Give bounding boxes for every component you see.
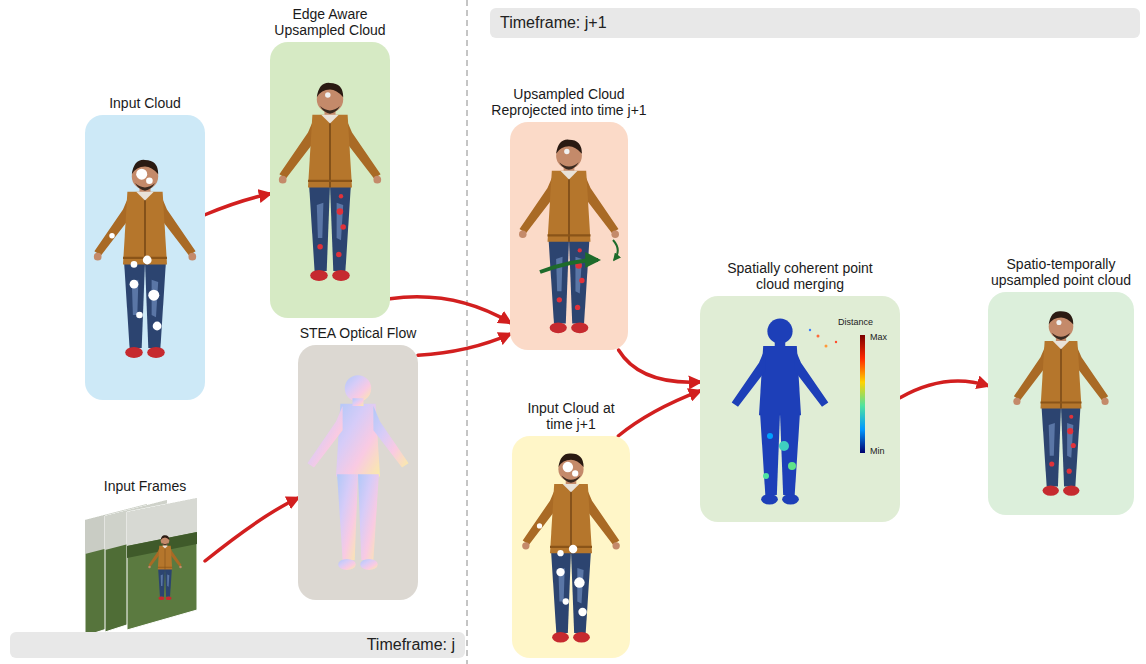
panel-heading: Edge Aware Upsampled Cloud	[265, 6, 395, 38]
panel-heading: Input Cloud at time j+1	[516, 400, 626, 432]
panel-heading: Input Frames	[85, 478, 205, 494]
timeframe-band: Timeframe: j+1	[490, 8, 1140, 38]
colorbar-label: Max	[870, 333, 887, 342]
flow-arrow	[418, 334, 510, 355]
timeframe-divider	[467, 0, 468, 664]
panel-heading: Spatially coherent point cloud merging	[710, 260, 890, 292]
point-cloud-figure	[988, 292, 1134, 515]
panel-heading: Input Cloud	[85, 95, 205, 111]
stage-panel: Input Cloud at time j+1	[512, 436, 630, 658]
colorbar-label: Distance	[838, 318, 873, 327]
stage-panel: Spatially coherent point cloud merging	[700, 296, 900, 522]
panel-heading: STEA Optical Flow	[283, 325, 433, 341]
panel-heading: Upsampled Cloud Reprojected into time j+…	[479, 86, 659, 118]
stage-panel: Edge Aware Upsampled Cloud	[270, 42, 390, 318]
point-cloud-figure	[510, 122, 628, 350]
point-cloud-figure	[512, 436, 630, 658]
flow-arrow	[900, 381, 988, 398]
flow-arrow	[618, 391, 700, 436]
timeframe-label: Timeframe: j	[367, 636, 455, 654]
distance-map-figure	[700, 296, 900, 522]
point-cloud-figure	[270, 42, 390, 318]
colorbar-label: Min	[870, 447, 885, 456]
point-cloud-figure	[85, 115, 205, 400]
timeframe-label: Timeframe: j+1	[500, 14, 607, 32]
panel-heading: Spatio-temporally upsampled point cloud	[982, 256, 1140, 288]
stage-panel: STEA Optical Flow	[298, 345, 418, 600]
optical-flow-figure	[298, 345, 418, 600]
flow-arrow	[205, 498, 298, 561]
stage-panel: Input Frames	[85, 498, 205, 638]
video-frames-figure	[85, 498, 205, 638]
stage-panel: Upsampled Cloud Reprojected into time j+…	[510, 122, 628, 350]
timeframe-band: Timeframe: j	[10, 632, 465, 658]
flow-arrow	[619, 350, 700, 382]
stage-panel: Spatio-temporally upsampled point cloud	[988, 292, 1134, 515]
stage-panel: Input Cloud	[85, 115, 205, 400]
flow-arrow	[390, 297, 510, 323]
flow-arrow	[205, 194, 270, 215]
